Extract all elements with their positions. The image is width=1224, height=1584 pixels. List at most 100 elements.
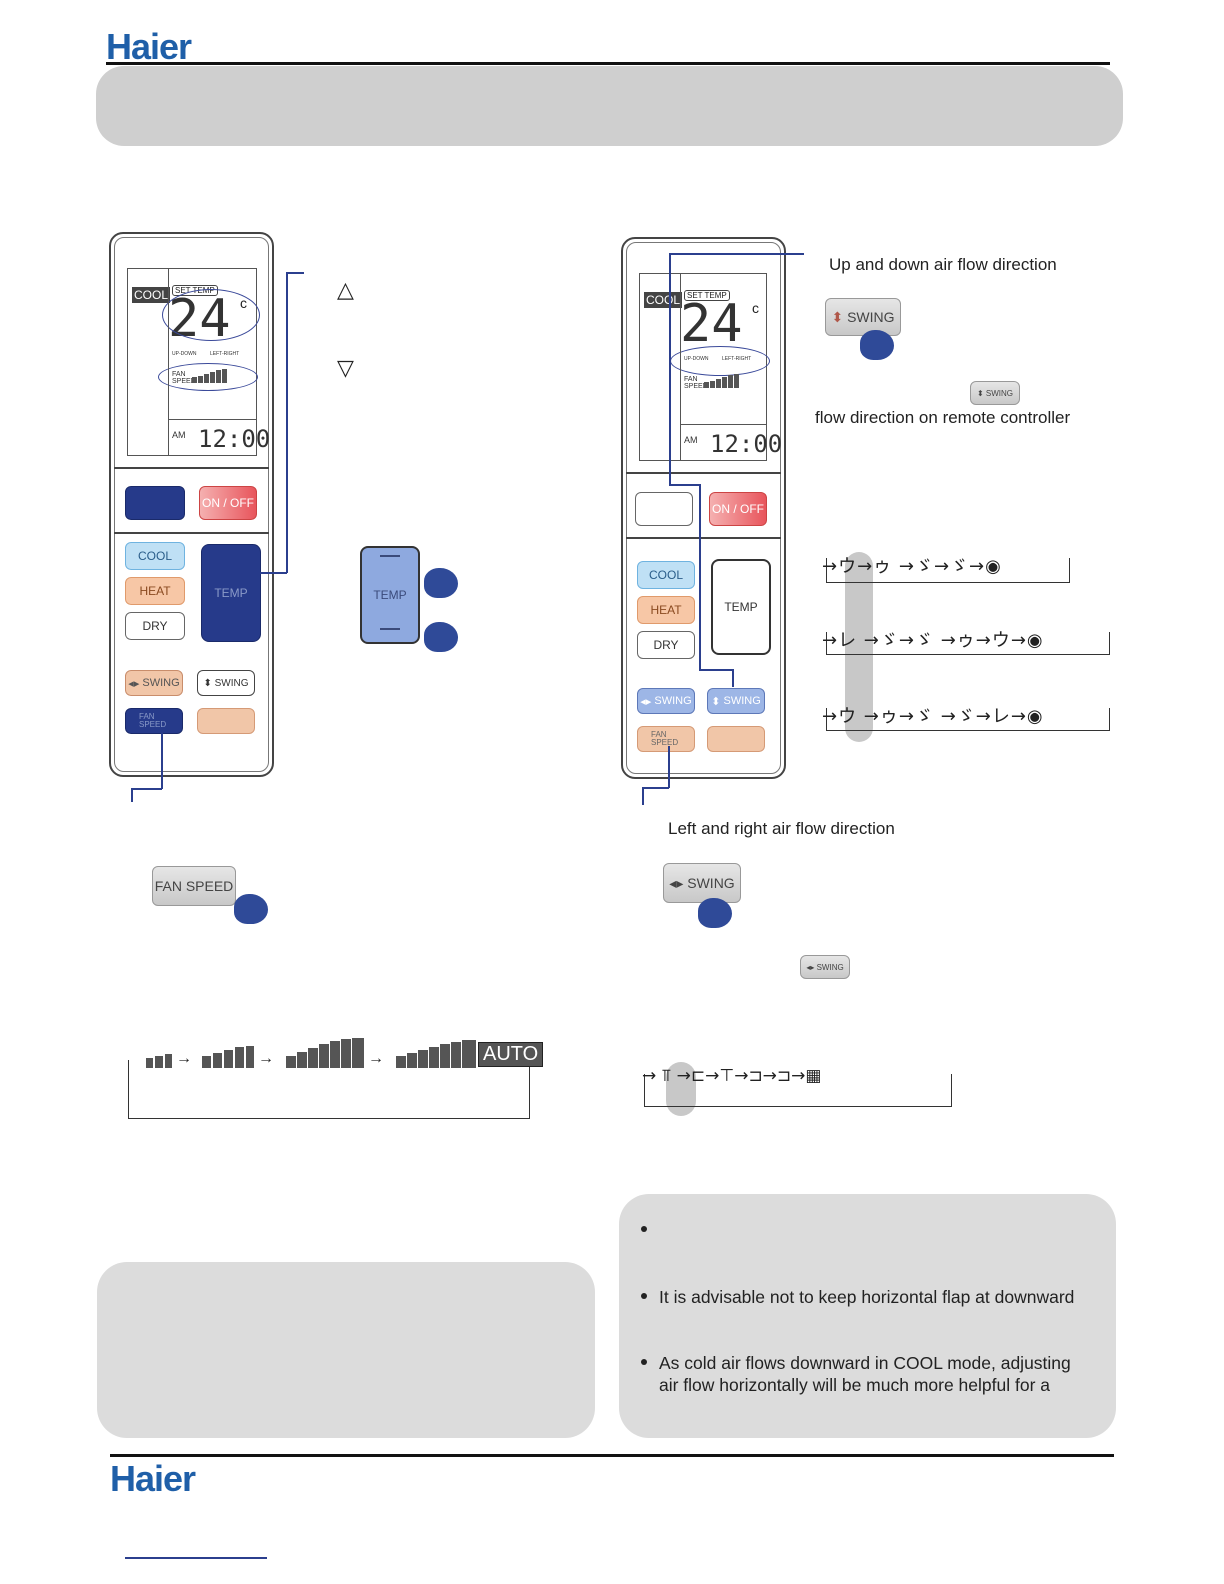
updown-flap-cycles: →ウ→ゥ →ゞ→ゞ→◉ →レ →ゞ→ゞ →ゥ→ウ→◉ →ウ →ゥ→ゞ →ゞ→レ→… [822,548,1112,744]
leader-swing-ud-v2 [699,484,701,670]
temp-button[interactable]: TEMP [201,544,261,642]
hand-pointer-icon [424,568,458,598]
lcd-mode: COOL [644,292,683,308]
temp-down-arrow-icon [380,628,400,630]
dry-button[interactable]: DRY [125,612,185,640]
swing-ud-small-button[interactable]: ⬍ SWING [970,381,1020,405]
swing-ud-button-illustration[interactable]: ⬍ SWING [825,298,901,336]
swing-ud-label: SWING [214,677,249,689]
lcd-am-label: AM [684,435,698,445]
note-panel-right: It is advisable not to keep horizontal f… [619,1194,1116,1438]
swing-lr-small-button[interactable]: ◂▸ SWING [800,955,850,979]
footer-underline [125,1557,267,1559]
temp-button[interactable]: TEMP [711,559,771,655]
remote-control-left: COOL SET TEMP 24 c UP-DOWN LEFT-RIGHT FA… [109,232,274,777]
header-rule [106,62,1110,65]
leader-fan-v2 [131,788,133,802]
heat-button[interactable]: HEAT [125,577,185,605]
lcd-fan-bar-5 [728,375,733,388]
temp-up-arrow-icon [380,555,400,557]
left-right-arrows-icon: ◂▸ [669,874,688,891]
lcd-unit: c [752,300,759,316]
leader-swing-ud-v [669,253,671,485]
brand-logo: Haier [106,26,192,67]
note-panel-left [97,1262,595,1438]
updown-description: flow direction on remote controller [815,408,1071,427]
leader-swing-ud-top [669,253,804,255]
temp-label: TEMP [724,600,758,614]
note-bullet-2: It is advisable not to keep horizontal f… [659,1287,1075,1307]
hand-pointer-icon [234,894,268,924]
fan-speed-cycle: → → → AUTO [126,1036,544,1120]
lcd-fan-speed-label: FAN SPEED [684,376,708,390]
blank-white-button[interactable] [635,492,693,526]
on-off-button[interactable]: ON / OFF [709,492,767,526]
leader-swing-ud-h2 [699,669,733,671]
auto-badge: AUTO [478,1042,544,1067]
swing-ud-button[interactable]: ⬍ SWING [197,670,255,696]
remote-inner-frame [114,237,269,772]
fan-speed-button-illustration[interactable]: FAN SPEED [152,866,236,906]
lcd-am-label: AM [172,430,186,440]
hand-pointer-icon [860,330,894,360]
footer-rule [110,1454,1114,1457]
fan-speed-label: FAN SPEED [651,730,679,747]
lcd-leftright-label: LEFT-RIGHT [210,351,240,357]
fan-level-3 [286,1038,364,1068]
swing-lr-illustration-label: SWING [687,875,735,891]
cycle-loop-line [644,1074,952,1107]
swing-ud-button[interactable]: ⬍ SWING [707,688,765,714]
lcd-fan-bar-3 [716,379,721,388]
title-banner [96,66,1123,146]
up-down-arrows-icon: ⬍ [976,388,986,398]
leftright-heading: Left and right air flow direction [668,819,895,838]
fan-speed-illustration-label: FAN SPEED [154,878,234,894]
swing-lr-button-illustration[interactable]: ◂▸ SWING [663,863,741,903]
leftright-louver-cycle: → ⫪ →⊏→⊤→⊐→⊐→▦ [642,1062,952,1118]
remote-inner-frame [626,242,781,774]
lcd-time: 12:00 [198,425,271,453]
cool-button[interactable]: COOL [125,542,185,570]
remote-separator-1 [114,467,269,469]
fan-speed-button[interactable]: FAN SPEED [125,708,183,734]
arrow-icon: → [176,1050,192,1067]
heat-button[interactable]: HEAT [637,596,695,624]
leader-swing-lr-h [642,787,669,789]
swing-ud-illustration-label: SWING [847,309,895,325]
updown-heading: Up and down air flow direction [829,255,1057,274]
remote-control-right: COOL SET TEMP 24 c UP-DOWN LEFT-RIGHT FA… [621,237,786,779]
footer-logo: Haier [110,1458,196,1499]
lcd-fan-bar-2 [710,381,715,388]
leader-swing-ud-v3 [732,669,734,687]
lcd-fan-bar-1 [704,382,709,388]
temp-illustration-label: TEMP [373,588,407,602]
remote-separator-2 [626,537,781,539]
leader-swing-lr-v2 [642,787,644,805]
arrow-icon: → [368,1050,384,1067]
swing-lr-button[interactable]: ◂▸ SWING [637,688,695,714]
blank-peach-button[interactable] [197,708,255,734]
cycle-loop-line [128,1060,530,1119]
flap-sequence-2: →レ →ゞ→ゞ →ゥ→ウ→◉ [822,630,1044,651]
temp-button-illustration[interactable]: TEMP [360,546,420,644]
cool-button[interactable]: COOL [637,561,695,589]
lcd-divider [168,419,256,420]
cycle-highlight [666,1062,696,1116]
note-bullet-3-line-2: air flow horizontally will be much more … [659,1375,1050,1395]
bullet-icon [641,1293,647,1299]
dry-button[interactable]: DRY [637,631,695,659]
fan-speed-label: FAN SPEED [139,712,167,729]
flap-sequence-1: →ウ→ゥ →ゞ→ゞ→◉ [822,556,1002,577]
fan-level-2 [202,1046,254,1068]
on-off-button[interactable]: ON / OFF [199,486,257,520]
fan-speed-button[interactable]: FAN SPEED [637,726,695,752]
leader-fan-h [131,788,162,790]
blank-peach-button[interactable] [707,726,765,752]
fan-level-1 [146,1052,172,1068]
leader-fan-v [161,733,163,789]
leader-swing-ud-h [669,484,699,486]
blank-navy-button[interactable] [125,486,185,520]
swing-lr-button[interactable]: ◂▸ SWING [125,670,183,696]
swing-lr-label: SWING [142,677,180,689]
flap-sequence-3: →ウ →ゥ→ゞ →ゞ→レ→◉ [822,706,1044,727]
